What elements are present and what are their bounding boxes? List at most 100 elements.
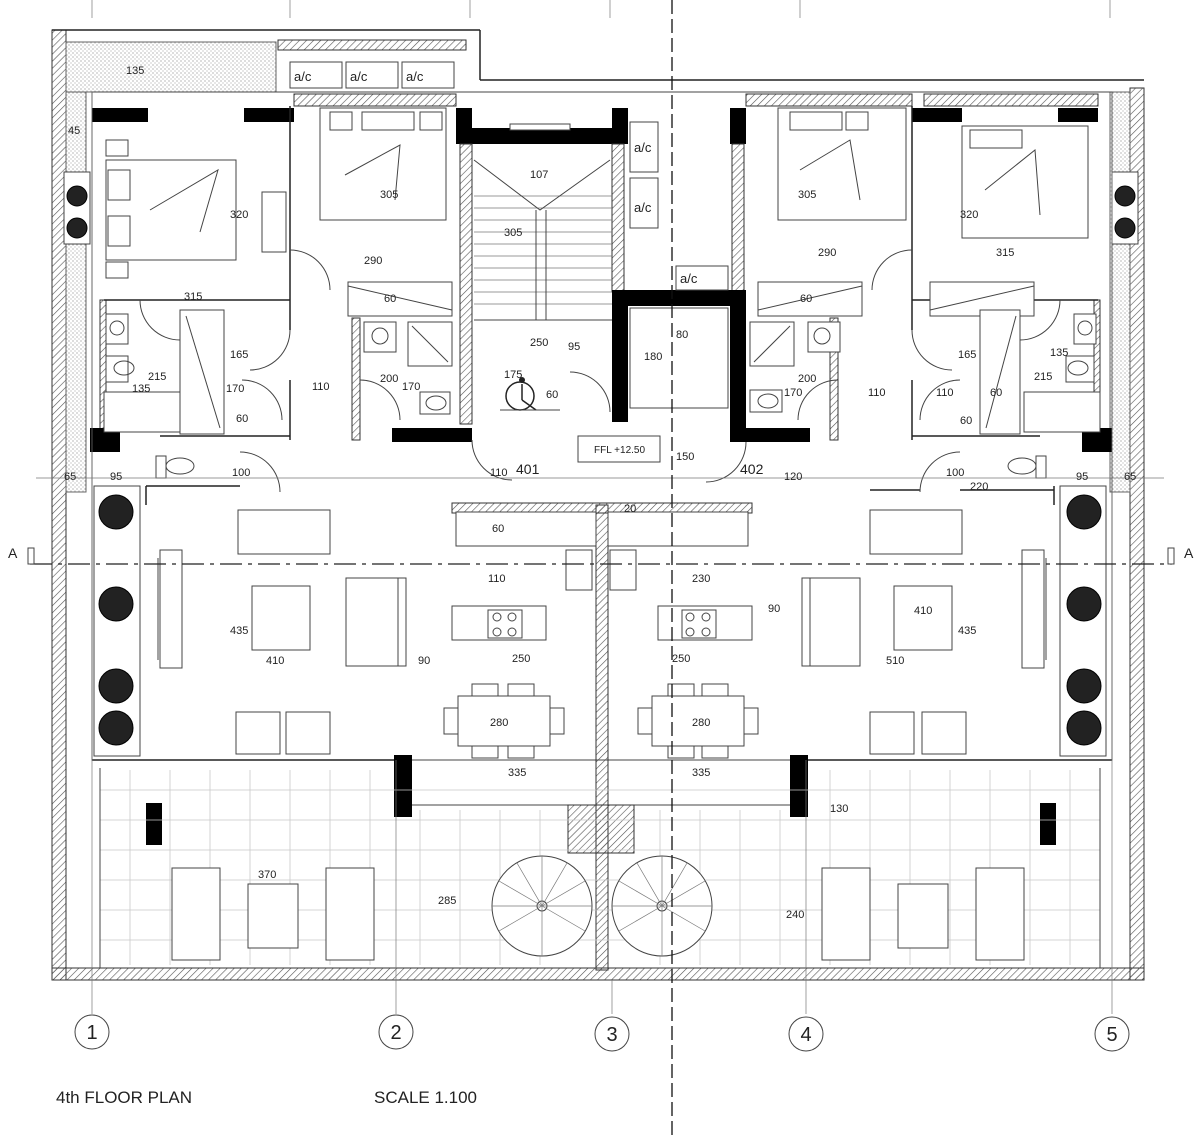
dimension-label: 100 [232, 467, 250, 479]
dimension-label: 170 [402, 381, 420, 393]
dimension-label: 110 [312, 381, 330, 393]
ac-label: a/c [680, 271, 698, 286]
dimension-label: 240 [786, 909, 804, 921]
ffl-level-box [577, 435, 661, 463]
dimension-label: 95 [110, 471, 122, 483]
living-planters [93, 485, 1107, 757]
ac-label: a/c [406, 69, 424, 84]
dimension-label: 60 [384, 293, 396, 305]
dimension-label: 250 [512, 653, 530, 665]
interior-walls [90, 93, 1112, 971]
dimension-label: 165 [230, 349, 248, 361]
dimension-label: 510 [886, 655, 904, 667]
dimension-label: 215 [1034, 371, 1052, 383]
dimension-labels: 135 45 320 305 315 290 60 107 305 250 95… [64, 65, 1136, 921]
ffl-label: FFL +12.50 [594, 445, 645, 456]
dimension-label: 290 [364, 255, 382, 267]
dimension-label: 135 [1050, 347, 1068, 359]
dimension-label: 100 [946, 467, 964, 479]
dimension-label: 280 [490, 717, 508, 729]
dimension-label: 45 [68, 125, 80, 137]
section-line-a-a [27, 547, 1175, 565]
axis-label-4: 4 [800, 1024, 811, 1046]
ac-label: a/c [294, 69, 312, 84]
ac-label: a/c [634, 140, 652, 155]
dimension-label: 410 [914, 605, 932, 617]
dimension-label: 110 [936, 387, 954, 399]
plan-scale: SCALE 1.100 [374, 1088, 477, 1107]
dimension-label: 110 [488, 573, 506, 585]
dimension-label: 320 [960, 209, 978, 221]
dimension-label: 305 [504, 227, 522, 239]
dimension-label: 315 [996, 247, 1014, 259]
dimension-label: 60 [800, 293, 812, 305]
dimension-label: 335 [508, 767, 526, 779]
living-furniture-left [157, 509, 407, 755]
grid-axes [36, 92, 1164, 1014]
elevator-shaft [629, 307, 729, 409]
dining-tables [443, 683, 759, 759]
main-staircase [473, 123, 612, 321]
top-grid-ticks [91, 0, 1111, 18]
dimension-label: 80 [676, 329, 688, 341]
dimension-label: 60 [990, 387, 1002, 399]
dimension-label: 170 [226, 383, 244, 395]
dimension-label: 120 [784, 471, 802, 483]
dimension-label: 200 [798, 373, 816, 385]
dimension-label: 60 [546, 389, 558, 401]
dimension-label: 110 [868, 387, 886, 399]
bedroom-planters [63, 171, 1139, 245]
terrace-furniture-right [821, 867, 1025, 961]
dimension-label: 335 [692, 767, 710, 779]
dimension-label: 130 [830, 803, 848, 815]
axis-label-1: 1 [86, 1022, 97, 1044]
dimension-label: 65 [64, 471, 76, 483]
bedroom-right-outer [929, 125, 1089, 317]
dimension-label: 65 [1124, 471, 1136, 483]
dimension-label: 135 [126, 65, 144, 77]
unit-label-402: 402 [740, 461, 764, 477]
ac-label: a/c [634, 200, 652, 215]
dimension-label: 280 [692, 717, 710, 729]
dimension-label: 60 [492, 523, 504, 535]
dimension-label: 20 [624, 503, 636, 515]
dimension-label: 165 [958, 349, 976, 361]
spiral-staircases [491, 855, 713, 957]
dimension-label: 435 [230, 625, 248, 637]
axis-label-2: 2 [390, 1022, 401, 1044]
terrace-furniture-left [171, 867, 375, 961]
ac-unit-boxes [289, 61, 729, 291]
dimension-label: 135 [132, 383, 150, 395]
dimension-label: 285 [438, 895, 456, 907]
dimension-label: 110 [490, 467, 508, 479]
bedroom-left-inner [319, 107, 453, 317]
axis-label-3: 3 [606, 1024, 617, 1046]
dimension-label: 370 [258, 869, 276, 881]
dimension-label: 60 [960, 415, 972, 427]
axis-label-5: 5 [1106, 1024, 1117, 1046]
dimension-label: 230 [692, 573, 710, 585]
dimension-label: 107 [530, 169, 548, 181]
bedroom-left-outer [105, 139, 287, 279]
dimension-label: 95 [1076, 471, 1088, 483]
dimension-label: 180 [644, 351, 662, 363]
dimension-label: 290 [818, 247, 836, 259]
bathrooms [103, 309, 1101, 479]
dimension-label: 150 [676, 451, 694, 463]
dimension-label: 220 [970, 481, 988, 493]
dimension-label: 175 [504, 369, 522, 381]
dimension-label: 305 [798, 189, 816, 201]
section-mark-left: A [8, 545, 18, 561]
dimension-label: 410 [266, 655, 284, 667]
section-mark-right: A [1184, 545, 1194, 561]
dimension-label: 90 [768, 603, 780, 615]
dimension-label: 200 [380, 373, 398, 385]
door-swings [139, 249, 1061, 493]
dimension-label: 170 [784, 387, 802, 399]
dimension-label: 435 [958, 625, 976, 637]
dimension-label: 315 [184, 291, 202, 303]
dimension-label: 320 [230, 209, 248, 221]
unit-label-401: 401 [516, 461, 540, 477]
living-furniture-right [801, 509, 1047, 755]
